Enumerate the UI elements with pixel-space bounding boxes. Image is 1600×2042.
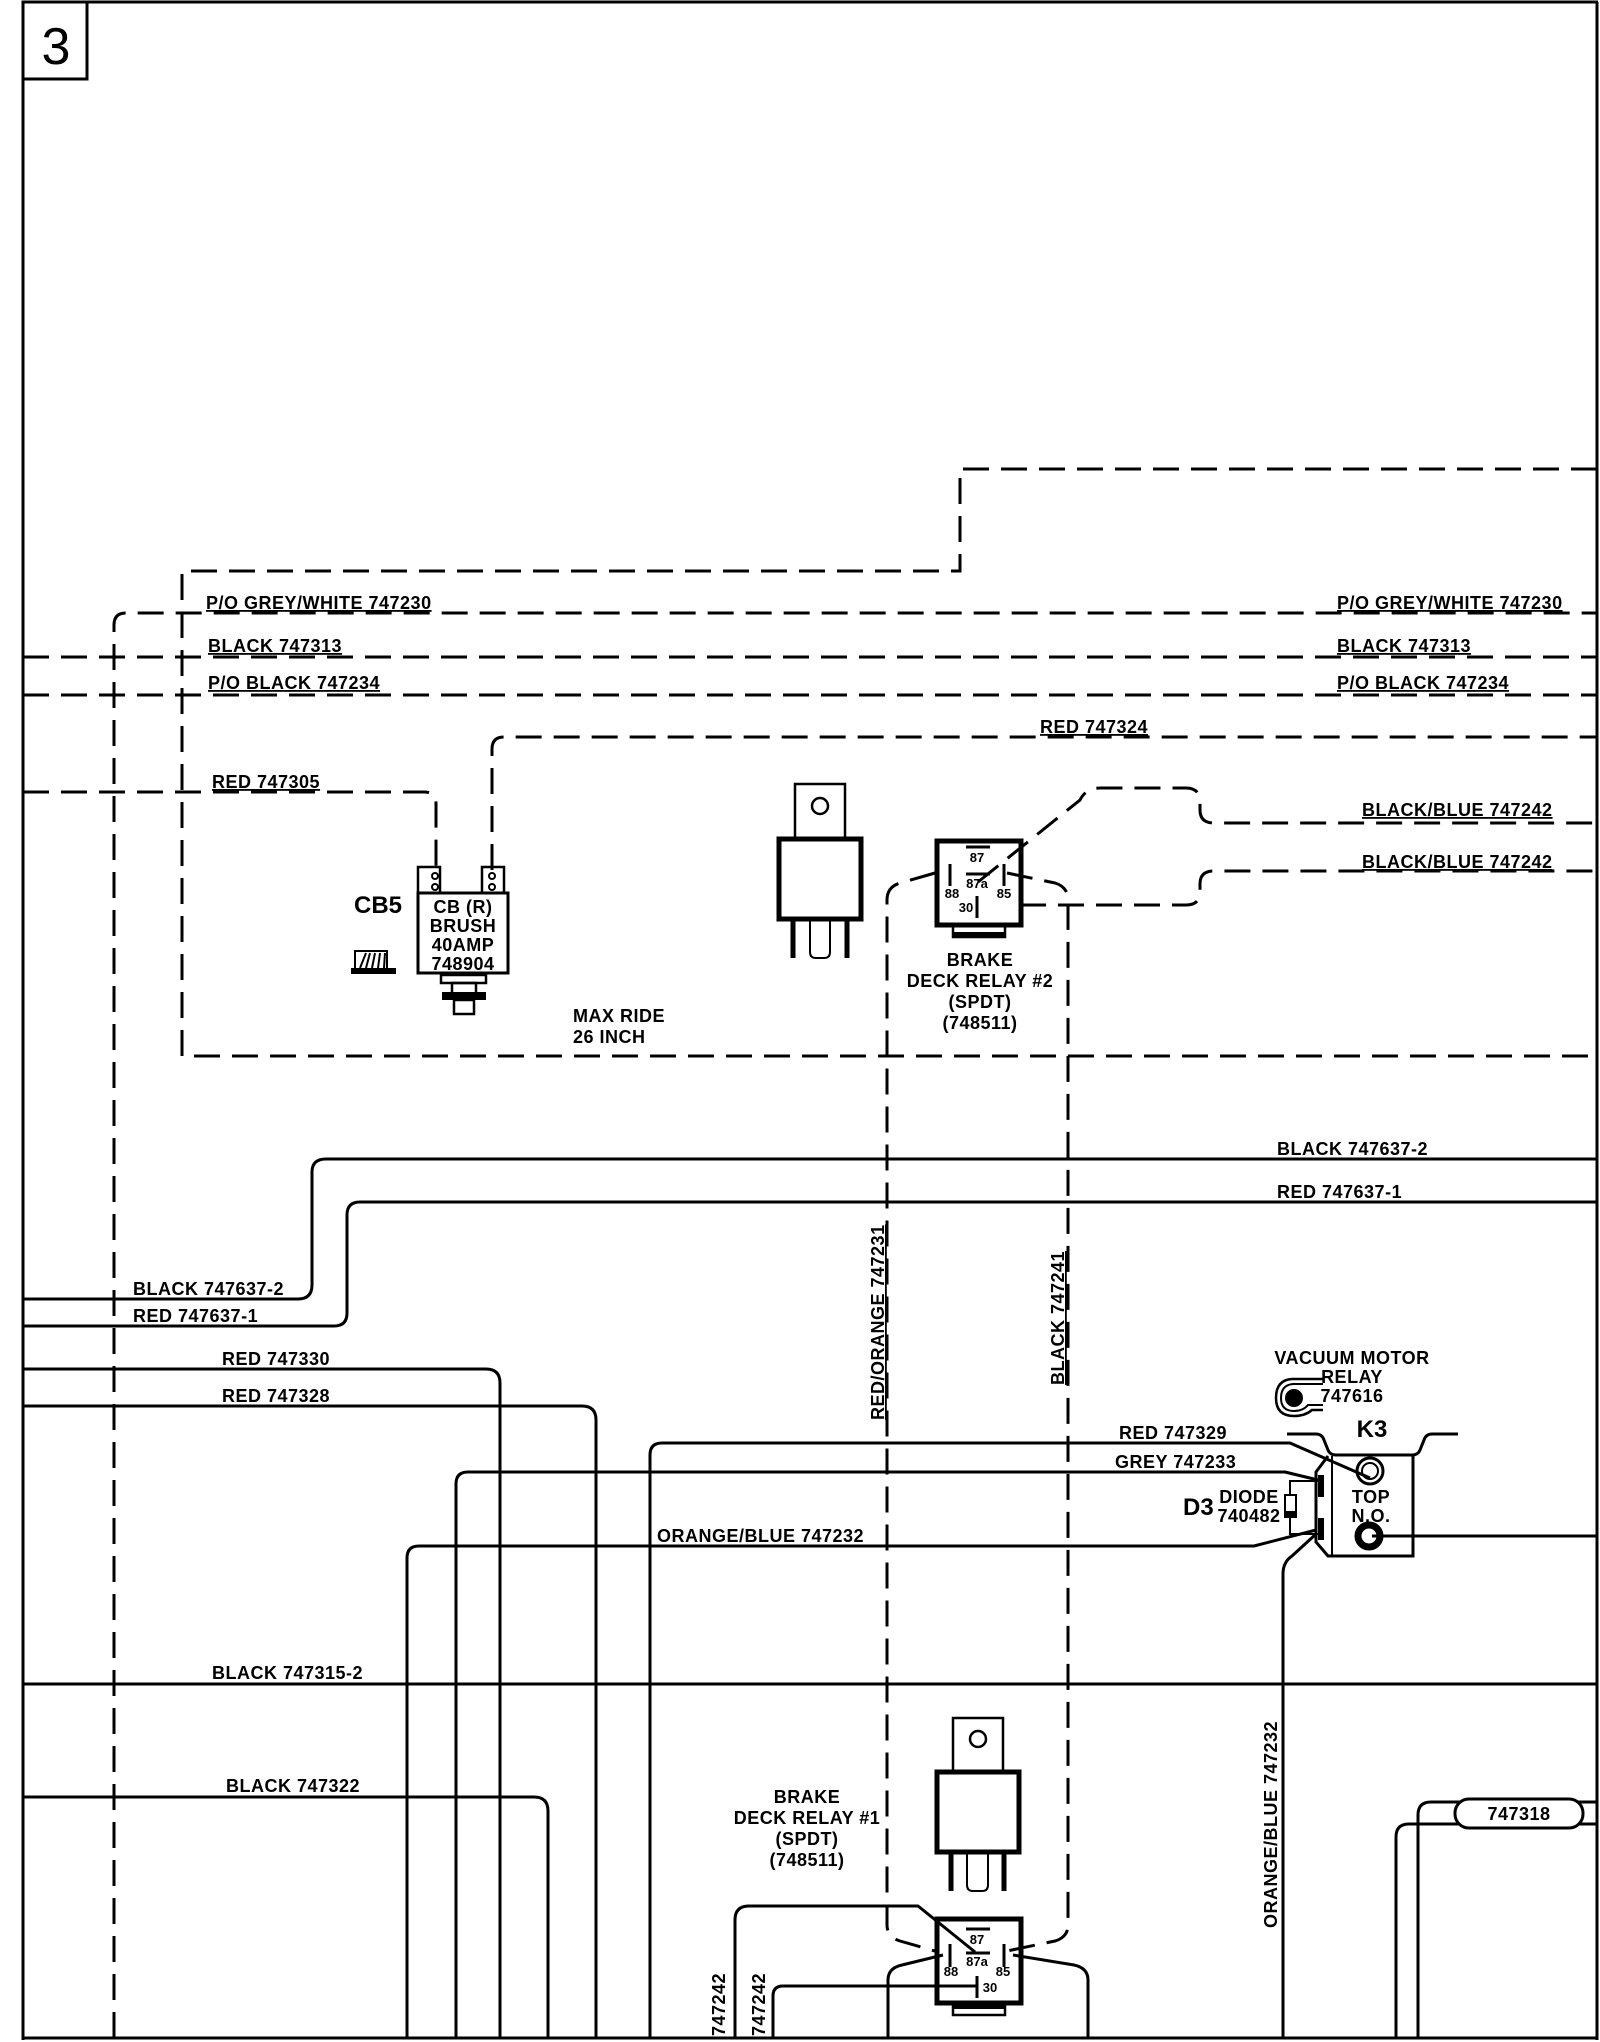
label-red-329: RED 747329 <box>1119 1423 1227 1443</box>
relay1-pin-87: 87 <box>970 1932 984 1947</box>
wire-black-747241 <box>1006 871 1070 1953</box>
cb5-line-3: 40AMP <box>432 935 495 955</box>
wire-747318-inner <box>1394 1822 1597 2038</box>
label-grey-white-left: P/O GREY/WHITE 747230 <box>206 593 432 613</box>
vacuum-line-1: VACUUM MOTOR <box>1274 1348 1429 1368</box>
k3-top-label: TOP <box>1352 1487 1390 1507</box>
relay1-pin-87a: 87a <box>966 1954 988 1969</box>
relay1-pin-88: 88 <box>944 1964 958 1979</box>
relay-side-view-icon-lower <box>934 1716 1022 1892</box>
relay-side-view-icon-upper <box>776 782 864 959</box>
wire-orange-blue-747232-v <box>1281 1532 1318 2038</box>
label-black-637-2-right: BLACK 747637-2 <box>1277 1139 1428 1159</box>
sheet-border <box>21 0 1599 2040</box>
wire-grey-747233 <box>454 1470 1319 2038</box>
relay2-pin-30: 30 <box>959 900 973 915</box>
cb5-reset-button <box>439 973 488 1016</box>
brake-deck-relay-2: 87 87a 88 85 30 BRAKE DECK RELAY #2 (SPD… <box>907 838 1054 1033</box>
wire-tag-747318: 747318 <box>1453 1797 1585 1830</box>
relay1-line-3: (SPDT) <box>776 1829 839 1849</box>
circuit-breaker-cb5: CB5 CB (R) BRUSH 40AMP 748904 <box>351 865 510 1016</box>
sheet-number: 3 <box>42 18 71 76</box>
relay1-pin-85: 85 <box>996 1964 1010 1979</box>
relay1-line-2: DECK RELAY #1 <box>734 1808 881 1828</box>
label-red-637-1-left: RED 747637-1 <box>133 1306 258 1326</box>
d3-line-1: DIODE <box>1219 1487 1279 1507</box>
max-ride-line-2: 26 INCH <box>573 1027 646 1047</box>
label-black-234-right: P/O BLACK 747234 <box>1337 673 1509 693</box>
vacuum-motor-icon <box>1274 1377 1323 1418</box>
label-black-blue-1: BLACK/BLUE 747242 <box>1362 800 1553 820</box>
label-747242-b: 747242 <box>749 1973 769 2036</box>
relay2-line-2: DECK RELAY #2 <box>907 971 1054 991</box>
wire-black-blue-747242-upper <box>977 786 1597 884</box>
relay2-line-1: BRAKE <box>947 950 1014 970</box>
k3-no-label: N.O. <box>1351 1506 1390 1526</box>
wire-grey-white-747230-trunk <box>112 611 1597 2038</box>
label-grey-white-right: P/O GREY/WHITE 747230 <box>1337 593 1563 613</box>
relay1-line-1: BRAKE <box>774 1787 841 1807</box>
label-black-322: BLACK 747322 <box>226 1776 360 1796</box>
wire-black-blue-747242-lower <box>1020 869 1597 907</box>
wire-black-747637-2 <box>23 1157 1597 1301</box>
label-747242-a: 747242 <box>709 1973 729 2036</box>
label-black-313-right: BLACK 747313 <box>1337 636 1471 656</box>
wire-relay1-pin85 <box>1012 1953 1090 2038</box>
vacuum-line-3: 747616 <box>1320 1386 1383 1406</box>
label-red-330: RED 747330 <box>222 1349 330 1369</box>
wire-red-orange-747231 <box>885 871 936 1953</box>
relay2-pin-88: 88 <box>945 886 959 901</box>
wire-red-747328 <box>23 1404 598 2038</box>
cb5-line-4: 748904 <box>431 954 494 974</box>
label-red-324: RED 747324 <box>1040 717 1148 737</box>
label-black-234-left: P/O BLACK 747234 <box>208 673 380 693</box>
relay2-line-3: (SPDT) <box>949 992 1012 1012</box>
label-red-orange-231: RED/ORANGE 747231 <box>868 1224 888 1420</box>
relay1-line-4: (748511) <box>769 1850 844 1870</box>
diode-d3: D3 DIODE 740482 <box>1183 1480 1320 1535</box>
tag-747318-text: 747318 <box>1487 1804 1550 1824</box>
cb5-ref: CB5 <box>354 892 402 919</box>
wire-red-747637-1 <box>23 1200 1597 1328</box>
sheet-number-box: 3 <box>21 0 89 81</box>
wire-747242-a <box>733 1904 976 2038</box>
relay2-pin-85: 85 <box>997 886 1011 901</box>
label-grey-233: GREY 747233 <box>1115 1452 1236 1472</box>
d3-ref: D3 <box>1183 1494 1214 1521</box>
label-red-328: RED 747328 <box>222 1386 330 1406</box>
wire-harness-outline <box>180 467 1597 1058</box>
wire-red-747324 <box>490 735 1597 870</box>
cb5-line-1: CB (R) <box>434 897 493 917</box>
brake-deck-relay-1: 87 87a 88 85 30 <box>934 1916 1024 2017</box>
label-red-305: RED 747305 <box>212 772 320 792</box>
wire-red-747305 <box>23 790 438 870</box>
label-black-313-left: BLACK 747313 <box>208 636 342 656</box>
wire-black-747322 <box>23 1795 550 2038</box>
vacuum-motor-relay-k3: VACUUM MOTOR RELAY 747616 K3 TOP N.O. <box>1274 1348 1458 1558</box>
relay1-pin-30: 30 <box>983 1980 997 1995</box>
vacuum-line-2: RELAY <box>1321 1367 1383 1387</box>
wire-747318-outer <box>1416 1800 1597 2038</box>
relay2-pin-87a: 87a <box>966 876 988 891</box>
relay2-pin-87: 87 <box>970 850 984 865</box>
cb5-line-2: BRUSH <box>430 916 497 936</box>
wire-747242-b <box>771 1984 977 2038</box>
d3-line-2: 740482 <box>1217 1506 1280 1526</box>
wire-red-747329 <box>648 1441 1371 2038</box>
label-black-637-2-left: BLACK 747637-2 <box>133 1279 284 1299</box>
relay2-line-4: (748511) <box>942 1013 1017 1033</box>
brush-icon <box>351 950 396 974</box>
wire-red-747330 <box>23 1367 502 2038</box>
label-orange-blue-232-h: ORANGE/BLUE 747232 <box>657 1526 864 1546</box>
label-black-315-2: BLACK 747315-2 <box>212 1663 363 1683</box>
label-black-blue-2: BLACK/BLUE 747242 <box>1362 852 1553 872</box>
label-black-241: BLACK 747241 <box>1048 1251 1068 1385</box>
wire-relay1-pin88 <box>886 1953 944 2038</box>
max-ride-line-1: MAX RIDE <box>573 1006 665 1026</box>
label-orange-blue-232-v: ORANGE/BLUE 747232 <box>1261 1721 1281 1928</box>
wire-orange-blue-747232-h <box>405 1528 1317 2038</box>
label-red-637-1-right: RED 747637-1 <box>1277 1182 1402 1202</box>
k3-ref: K3 <box>1357 1416 1388 1443</box>
